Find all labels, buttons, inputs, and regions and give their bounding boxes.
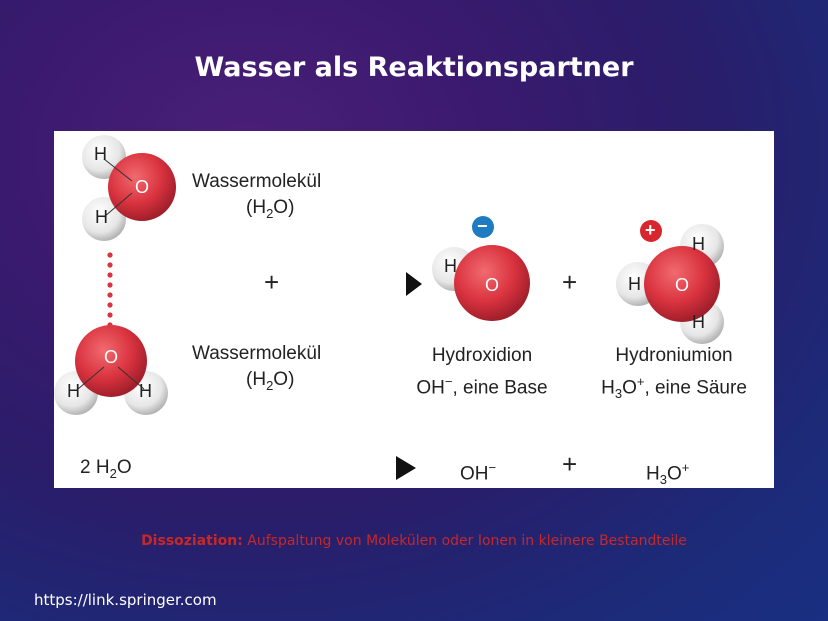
atom-label-o: O bbox=[135, 177, 150, 197]
atom-label-o: O bbox=[675, 275, 690, 295]
minus-charge-sign: − bbox=[477, 216, 488, 236]
equation-reactant: 2 H2O bbox=[80, 457, 132, 481]
molecule-1-name: Wassermolekül bbox=[192, 171, 322, 192]
oxygen-atom bbox=[75, 325, 147, 397]
hydroxide-name: Hydroxidion bbox=[431, 345, 533, 366]
definition-term: Dissoziation: bbox=[141, 533, 243, 549]
hydronium-ion bbox=[616, 220, 724, 344]
atom-label-o: O bbox=[104, 347, 119, 367]
source-link[interactable]: https://link.springer.com bbox=[34, 591, 217, 609]
atom-label-h: H bbox=[67, 381, 80, 401]
water-molecule-top bbox=[82, 135, 176, 241]
molecule-2-formula: (H2O) bbox=[246, 369, 295, 393]
hydrogen-bond-dots bbox=[107, 252, 113, 328]
hydronium-name: Hydroniumion bbox=[615, 345, 733, 366]
atom-label-o: O bbox=[485, 275, 500, 295]
atom-label-h: H bbox=[94, 144, 107, 164]
atom-label-h: H bbox=[444, 256, 457, 276]
atom-label-h: H bbox=[692, 312, 705, 332]
hydroxide-formula: OH−, eine Base bbox=[416, 374, 548, 399]
equation-product-hydroxide: OH− bbox=[460, 460, 497, 485]
hydronium-formula: H3O+, eine Säure bbox=[601, 374, 747, 402]
plus-sign-reactants: + bbox=[264, 267, 280, 297]
oxygen-atom bbox=[108, 153, 176, 221]
definition-caption: Dissoziation: Aufspaltung von Molekülen … bbox=[0, 533, 828, 549]
molecule-2-name: Wassermolekül bbox=[192, 343, 322, 364]
plus-charge-badge bbox=[640, 220, 662, 242]
reaction-diagram bbox=[54, 135, 724, 480]
minus-charge-badge bbox=[472, 216, 494, 238]
oxygen-atom bbox=[454, 245, 530, 321]
atom-label-h: H bbox=[139, 381, 152, 401]
plus-charge-sign: + bbox=[645, 220, 656, 240]
plus-sign-products: + bbox=[562, 267, 578, 297]
hydroxide-ion bbox=[432, 216, 530, 321]
atom-label-h: H bbox=[628, 274, 641, 294]
atom-label-h: H bbox=[692, 234, 705, 254]
molecule-1-formula: (H2O) bbox=[246, 197, 295, 221]
slide-title: Wasser als Reaktionspartner bbox=[194, 52, 634, 83]
oxygen-atom bbox=[644, 246, 720, 322]
equation-product-hydronium: H3O+ bbox=[646, 460, 690, 488]
reaction-diagram-panel: H H O O H H H O − H H H O + Wassermolekü… bbox=[54, 131, 774, 488]
equation-plus-sign: + bbox=[562, 449, 578, 479]
equation-arrowhead bbox=[396, 456, 416, 480]
definition-text: Aufspaltung von Molekülen oder Ionen in … bbox=[242, 533, 687, 549]
atom-label-h: H bbox=[95, 207, 108, 227]
water-molecule-bottom bbox=[54, 325, 168, 415]
reaction-arrowhead bbox=[406, 272, 422, 296]
